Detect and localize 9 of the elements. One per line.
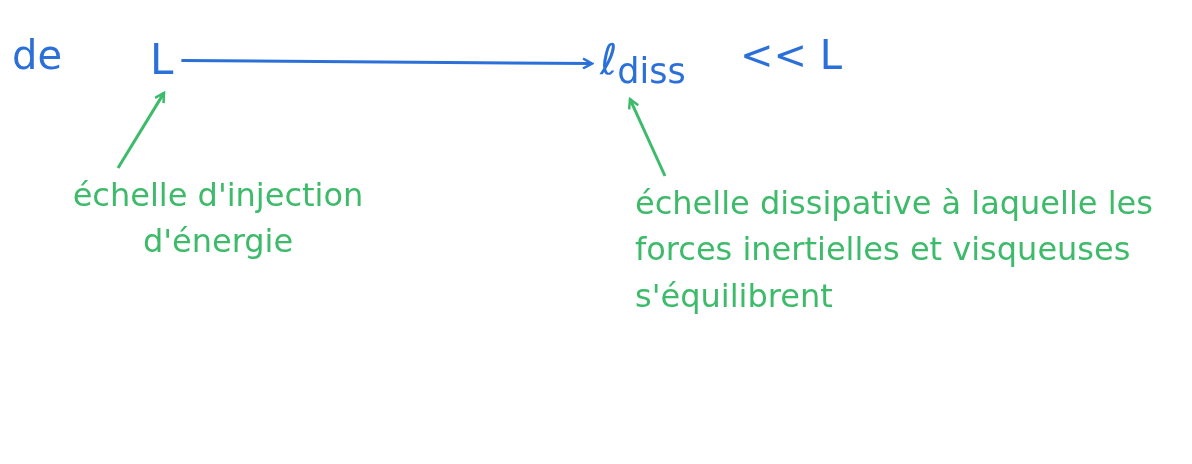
length-symbol: L xyxy=(150,30,174,91)
math-text: de xyxy=(12,32,62,78)
length-symbol: ℓ$_{diss}$ xyxy=(600,30,686,98)
annotation-text: échelle d'injection d'énergie xyxy=(8,172,428,265)
arrow xyxy=(116,91,166,169)
annotation-text: échelle dissipative à laquelle les forces inertielles et visqueuses s'équilibrent xyxy=(635,180,1185,320)
arrow xyxy=(181,57,594,70)
math-text: << L xyxy=(740,32,843,78)
arrow xyxy=(627,97,667,177)
